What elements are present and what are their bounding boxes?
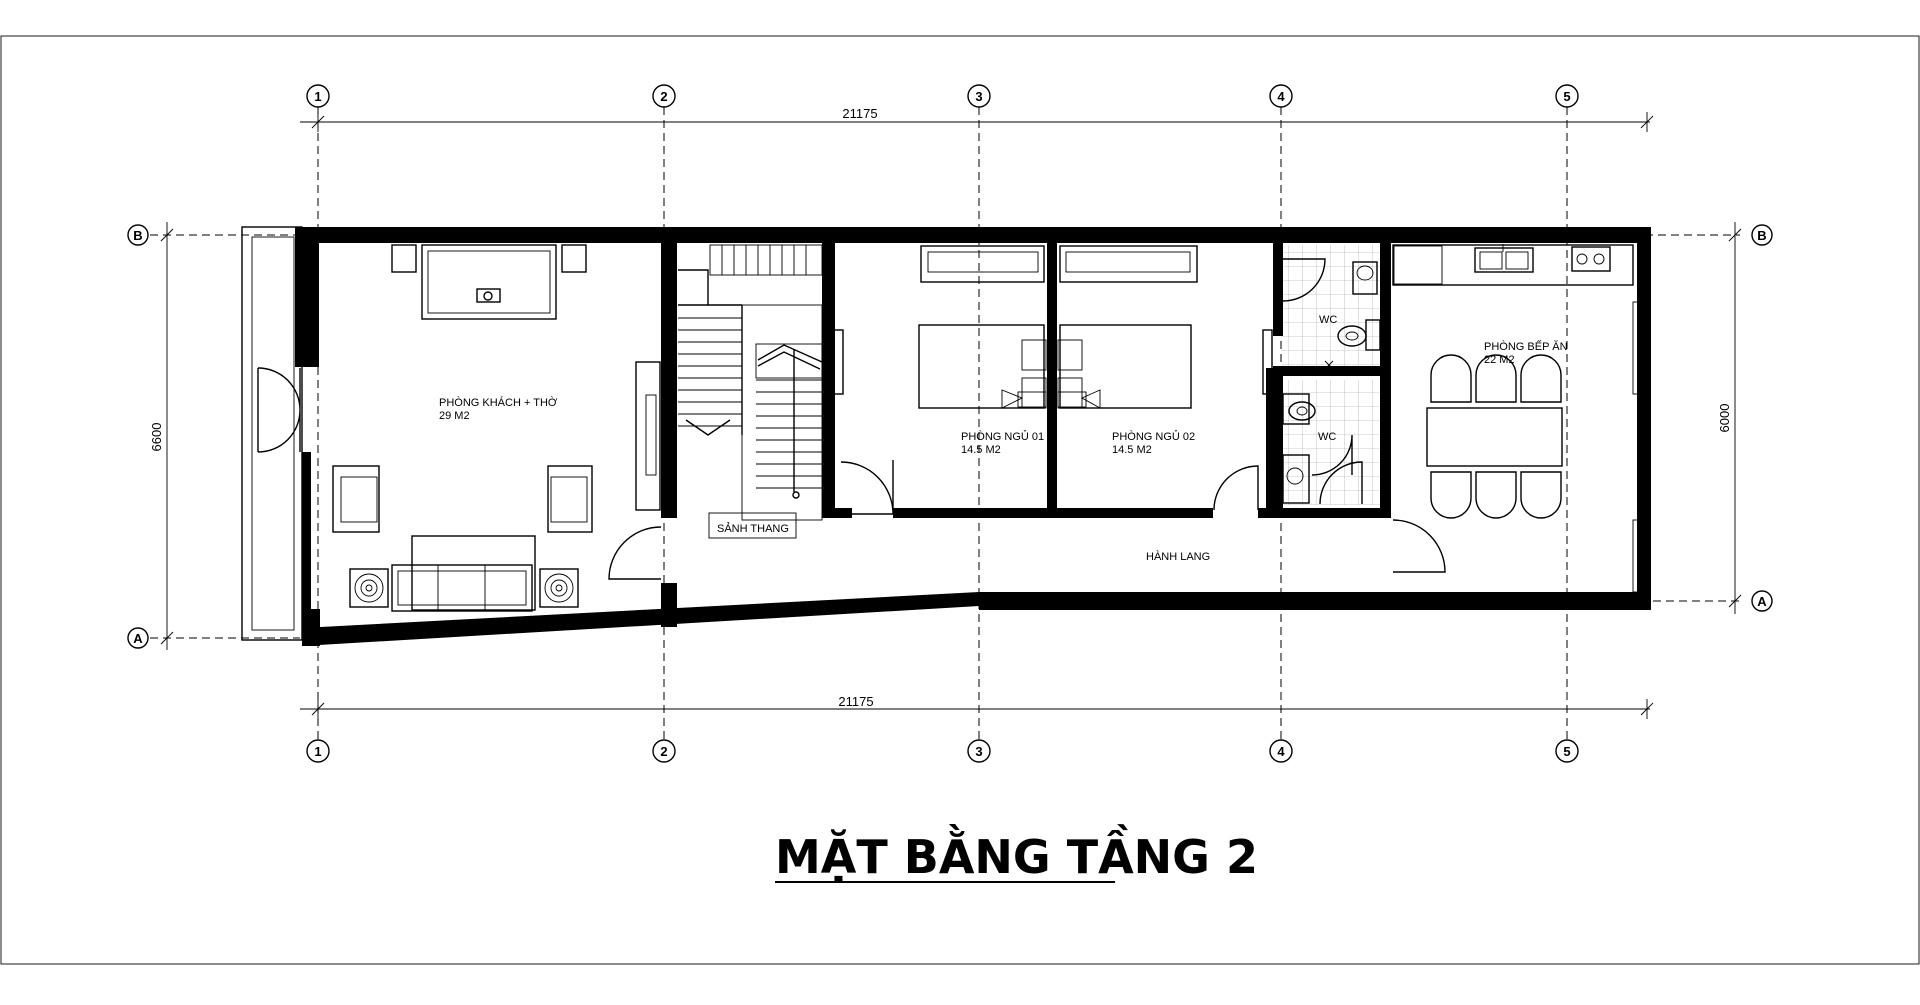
kitchen-door	[1392, 519, 1446, 573]
dimension-right: 6000	[1717, 404, 1732, 433]
axis-bubble-1-bottom: 1	[306, 739, 330, 763]
dining-table	[1426, 407, 1563, 467]
axis-bubble-b-right: B	[1751, 224, 1773, 246]
wc-bottom-tiles	[1281, 380, 1380, 505]
plant-pot-left	[349, 568, 389, 608]
dimension-bottom: 21175	[838, 694, 873, 709]
staircase: SẢNH THANG	[678, 244, 823, 539]
axis-bubble-b-left: B	[127, 224, 149, 246]
svg-text:A: A	[133, 631, 143, 646]
axis-bubble-3-bottom: 3	[967, 739, 991, 763]
stove	[1571, 246, 1611, 272]
living-room-name: PHÒNG KHÁCH + THỜ	[439, 396, 558, 409]
svg-text:2: 2	[660, 89, 667, 104]
axis-grid	[150, 107, 1740, 742]
axis-bubble-2-bottom: 2	[652, 739, 676, 763]
living-room: PHÒNG KHÁCH + THỜ 29 M2	[332, 244, 661, 612]
drawing-title: MẶT BẰNG TẦNG 2	[775, 824, 1258, 884]
wc-bottom-name: WC	[1318, 431, 1336, 443]
wc-bottom: WC	[1282, 393, 1363, 505]
bed-02	[1059, 324, 1192, 409]
axis-bubble-2-top: 2	[652, 84, 676, 108]
bed-01	[918, 324, 1045, 409]
wc-top-tiles	[1281, 245, 1380, 368]
axis-bubble-4-bottom: 4	[1269, 739, 1293, 763]
chair	[1430, 354, 1472, 403]
axis-bubble-4-top: 4	[1269, 84, 1293, 108]
sheet-border	[0, 35, 1920, 965]
living-room-area: 29 M2	[439, 410, 470, 422]
bedroom-01-name: PHÒNG NGỦ 01	[961, 430, 1044, 443]
chair	[1520, 354, 1562, 403]
svg-text:3: 3	[975, 89, 982, 104]
axis-bubble-3-top: 3	[967, 84, 991, 108]
svg-text:B: B	[1757, 228, 1766, 243]
balcony	[241, 226, 303, 641]
svg-text:5: 5	[1563, 89, 1570, 104]
svg-text:A: A	[1757, 594, 1767, 609]
corridor-name: HÀNH LANG	[1146, 550, 1210, 563]
svg-text:3: 3	[975, 744, 982, 759]
sink	[1474, 247, 1534, 273]
kitchen-counter	[1392, 244, 1634, 286]
axis-bubble-a-left: A	[127, 627, 149, 649]
bedroom-01-area: 14.5 M2	[961, 444, 1001, 456]
svg-text:4: 4	[1277, 744, 1285, 759]
chair	[1475, 354, 1517, 403]
dimension-top: 21175	[842, 106, 877, 121]
tv-cabinet	[635, 361, 661, 511]
plant-pot-right	[539, 568, 579, 608]
svg-text:B: B	[133, 228, 142, 243]
axis-bubble-5-top: 5	[1555, 84, 1579, 108]
svg-text:1: 1	[314, 744, 321, 759]
chair	[1430, 471, 1472, 519]
sofa	[391, 564, 533, 612]
svg-text:5: 5	[1563, 744, 1570, 759]
chair	[1520, 471, 1562, 519]
stair-hall-name: SẢNH THANG	[717, 522, 789, 535]
bedroom-02: PHÒNG NGỦ 02 14.5 M2	[1057, 245, 1273, 511]
wardrobe-01	[920, 245, 1045, 283]
axis-bubble-5-bottom: 5	[1555, 739, 1579, 763]
bedroom-01: PHÒNG NGỦ 01 14.5 M2	[832, 245, 1047, 515]
bedroom-02-name: PHÒNG NGỦ 02	[1112, 430, 1195, 443]
axis-bubbles: 1 2 3 4 5 1 2 3 4 5 B A B A	[127, 84, 1773, 763]
wc-top-name: WC	[1319, 314, 1337, 326]
coffee-table	[411, 535, 536, 611]
walls	[295, 227, 1651, 646]
dimension-left: 6600	[149, 423, 164, 452]
altar-cabinet	[421, 244, 557, 320]
kitchen-dining: PHÒNG BẾP ĂN 22 M2	[1392, 244, 1642, 593]
chair	[1475, 471, 1517, 519]
armchair-left	[332, 465, 380, 533]
axis-bubble-1-top: 1	[306, 84, 330, 108]
dimension-lines: 21175 21175 6600 6000	[149, 106, 1742, 719]
wc-top: WC	[1282, 258, 1381, 370]
axis-bubble-a-right: A	[1751, 590, 1773, 612]
svg-text:4: 4	[1277, 89, 1285, 104]
wardrobe-02	[1059, 245, 1198, 283]
armchair-right	[547, 465, 593, 533]
kitchen-name: PHÒNG BẾP ĂN	[1484, 340, 1568, 353]
living-door	[608, 526, 662, 580]
svg-text:1: 1	[314, 89, 321, 104]
kitchen-area: 22 M2	[1484, 354, 1515, 366]
svg-text:2: 2	[660, 744, 667, 759]
bedroom-02-area: 14.5 M2	[1112, 444, 1152, 456]
